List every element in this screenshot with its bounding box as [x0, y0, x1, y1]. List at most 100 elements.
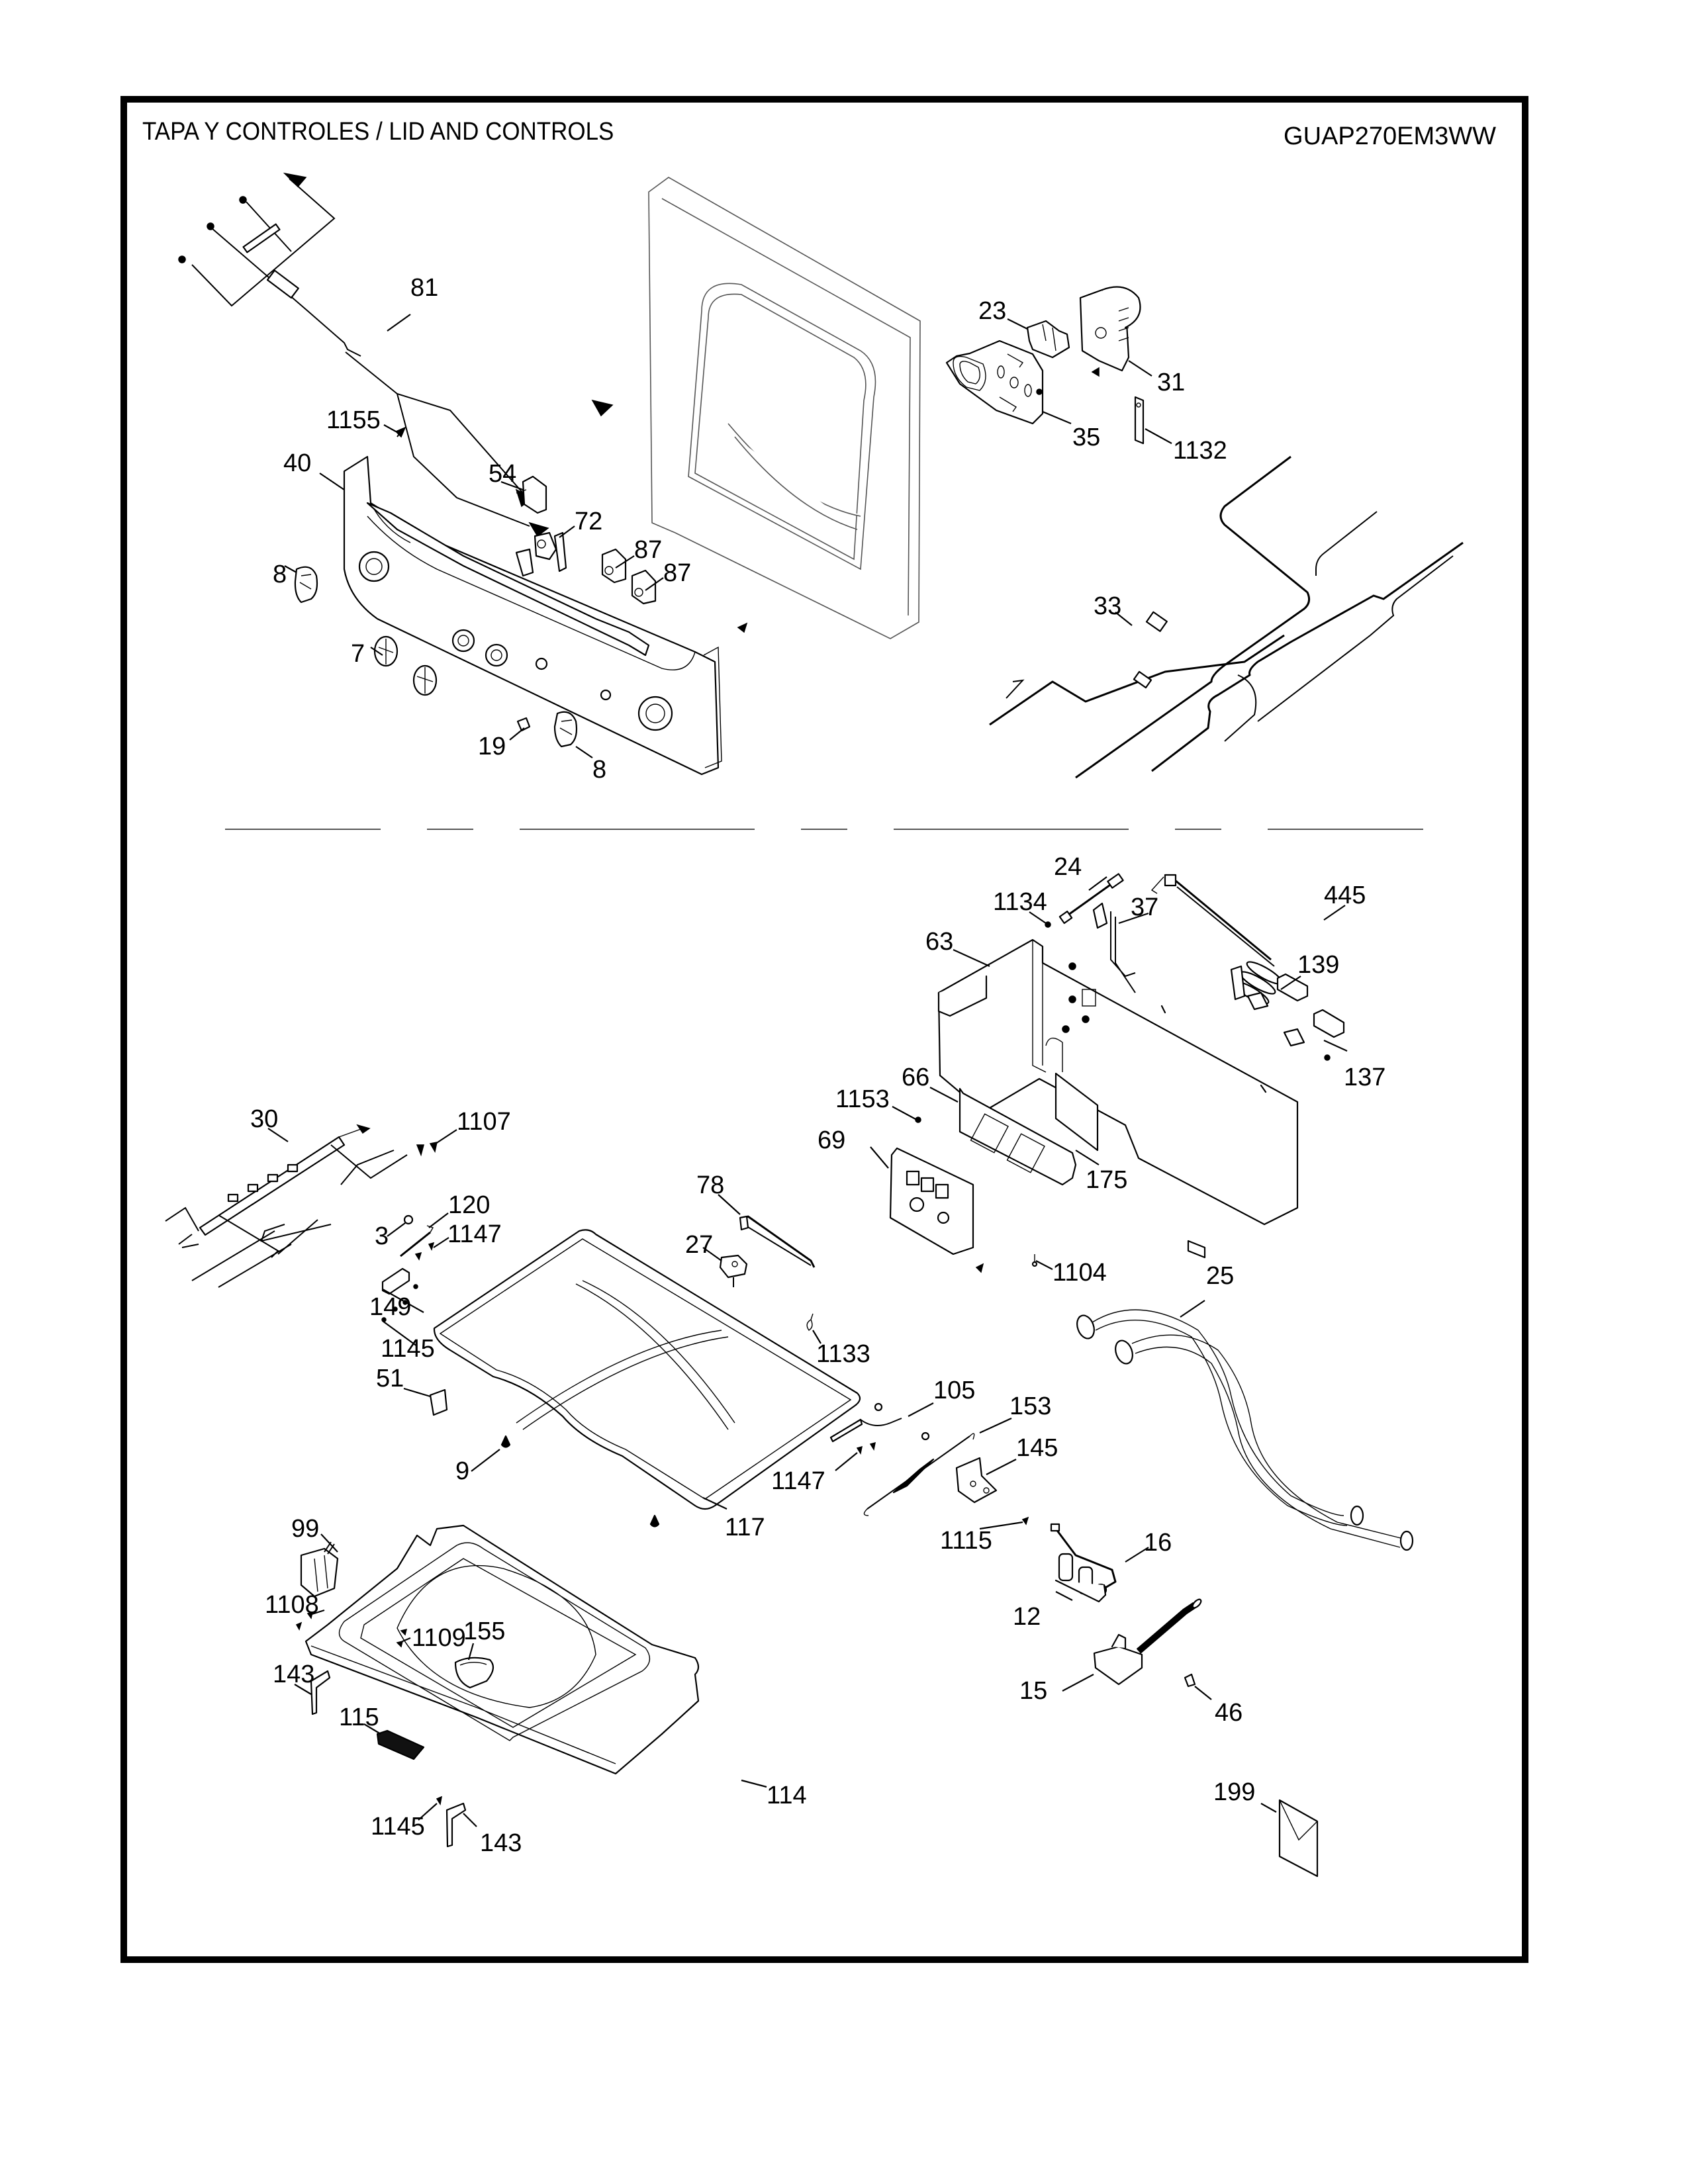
timer-bracket-35[interactable] — [945, 340, 1044, 425]
callout-1107[interactable]: 1107 — [433, 1108, 511, 1146]
callout-1109[interactable]: 1109 — [402, 1624, 466, 1652]
fill-funnel-15[interactable] — [1093, 1598, 1202, 1686]
callout-66[interactable]: 66 — [902, 1064, 959, 1103]
callout-1147b[interactable]: 1147 — [771, 1452, 858, 1495]
hinge-rod-120[interactable] — [400, 1225, 434, 1257]
callout-175[interactable]: 175 — [1075, 1150, 1127, 1194]
timer-switch-23[interactable] — [1026, 320, 1070, 359]
callout-23[interactable]: 23 — [978, 297, 1028, 330]
screw-1115[interactable] — [1021, 1516, 1029, 1525]
knob-7[interactable] — [373, 635, 399, 667]
callout-3[interactable]: 3 — [375, 1222, 406, 1250]
screw-1145-lower[interactable] — [436, 1796, 442, 1806]
callout-63[interactable]: 63 — [925, 928, 990, 968]
screw-1147-lower[interactable] — [856, 1441, 876, 1455]
strap-1132[interactable] — [1134, 396, 1145, 445]
callout-115[interactable]: 115 — [339, 1704, 381, 1735]
callout-8[interactable]: 8 — [273, 561, 297, 588]
hose-clamp-46[interactable] — [1184, 1673, 1196, 1688]
callout-117[interactable]: 117 — [702, 1497, 765, 1541]
bumper-3[interactable] — [403, 1214, 414, 1225]
callout-1153[interactable]: 1153 — [835, 1085, 917, 1120]
callout-1147[interactable]: 1147 — [433, 1220, 502, 1248]
screw-1109[interactable] — [396, 1628, 408, 1648]
light-pipe-19[interactable] — [516, 717, 531, 732]
callout-155[interactable]: 155 — [463, 1617, 505, 1661]
switch-54[interactable] — [516, 475, 547, 514]
callout-15[interactable]: 15 — [1019, 1674, 1094, 1705]
pressure-hose-78[interactable] — [739, 1215, 816, 1268]
callout-137[interactable]: 137 — [1323, 1039, 1385, 1091]
lid-switch-actuator-51[interactable] — [429, 1388, 448, 1416]
screw-1145[interactable] — [381, 1284, 418, 1322]
callout-40[interactable]: 40 — [283, 449, 345, 490]
spring-153[interactable] — [863, 1433, 975, 1516]
callout-54[interactable]: 54 — [489, 460, 524, 491]
fuse-holder-139-b[interactable] — [1283, 1009, 1345, 1061]
water-valve-12[interactable] — [1055, 1553, 1107, 1603]
bracket-143[interactable] — [310, 1670, 331, 1715]
callout-33[interactable]: 33 — [1094, 592, 1133, 626]
pressure-switch-27[interactable] — [719, 1254, 748, 1287]
switch-board-72[interactable] — [534, 531, 567, 572]
callout-25[interactable]: 25 — [1180, 1262, 1234, 1318]
board-bracket-66[interactable] — [959, 1087, 1077, 1186]
lid-lock-99[interactable] — [300, 1541, 339, 1598]
callout-199[interactable]: 199 — [1213, 1778, 1277, 1813]
control-box-63[interactable] — [937, 938, 1299, 1259]
literature-envelope-199[interactable] — [1278, 1799, 1319, 1878]
insulation-pad-175[interactable] — [1055, 1072, 1099, 1152]
callout-72[interactable]: 72 — [559, 508, 602, 538]
hinge-bracket-145[interactable] — [955, 1457, 998, 1504]
callout-1133[interactable]: 1133 — [812, 1330, 870, 1368]
callout-1145b[interactable]: 1145 — [371, 1803, 438, 1841]
callout-78[interactable]: 78 — [696, 1171, 741, 1215]
rotary-switch-87-a[interactable] — [601, 548, 627, 584]
callout-12[interactable]: 12 — [1013, 1591, 1073, 1631]
clip-1133[interactable] — [806, 1313, 814, 1331]
callout-8b[interactable]: 8 — [575, 746, 606, 784]
callout-1104[interactable]: 1104 — [1035, 1259, 1107, 1287]
callout-46[interactable]: 46 — [1194, 1686, 1243, 1727]
callout-114[interactable]: 114 — [741, 1779, 807, 1809]
knob-8-right[interactable] — [553, 711, 578, 748]
bracket-143-lower[interactable] — [445, 1802, 467, 1848]
rotary-switch-87[interactable] — [515, 548, 534, 577]
callout-99[interactable]: 99 — [291, 1515, 338, 1553]
callout-153[interactable]: 153 — [979, 1392, 1051, 1433]
callout-1115[interactable]: 1115 — [940, 1521, 1023, 1555]
knob-8-left[interactable] — [294, 566, 318, 604]
callout-37[interactable]: 37 — [1118, 893, 1158, 925]
callout-149[interactable]: 149 — [369, 1289, 424, 1321]
screw-1155[interactable] — [395, 426, 406, 438]
callout-87[interactable]: 87 — [615, 536, 662, 569]
callout-1134[interactable]: 1134 — [993, 888, 1049, 925]
knob-7-second[interactable] — [412, 664, 438, 696]
hinge-cover-115[interactable] — [376, 1729, 425, 1760]
callout-139[interactable]: 139 — [1280, 951, 1339, 990]
callout-1132[interactable]: 1132 — [1145, 428, 1227, 465]
callout-105[interactable]: 105 — [908, 1377, 975, 1417]
rotary-switch-87-b[interactable] — [631, 569, 657, 605]
power-cord-445[interactable] — [1150, 874, 1284, 1007]
fill-hoses-25[interactable] — [1074, 1309, 1414, 1551]
callout-143b[interactable]: 143 — [463, 1813, 522, 1857]
callout-120[interactable]: 120 — [428, 1191, 490, 1228]
callout-16[interactable]: 16 — [1125, 1529, 1172, 1563]
screw-1147[interactable] — [414, 1242, 435, 1261]
wire-jumper-37[interactable] — [1092, 902, 1136, 993]
control-panel-40[interactable] — [343, 455, 722, 776]
callout-445[interactable]: 445 — [1323, 882, 1366, 921]
lid-117[interactable] — [433, 1229, 861, 1510]
callout-7[interactable]: 7 — [351, 640, 383, 668]
callout-143[interactable]: 143 — [273, 1661, 314, 1695]
screw-1104[interactable] — [1031, 1254, 1038, 1267]
dispenser-cup-155[interactable] — [454, 1657, 494, 1689]
bumper-foot-9[interactable] — [500, 1435, 511, 1448]
wire-harness-33[interactable] — [989, 455, 1464, 779]
sensor-harness-24[interactable] — [1058, 873, 1124, 925]
control-board-69[interactable] — [889, 1147, 984, 1273]
callout-35[interactable]: 35 — [1042, 410, 1100, 451]
callout-81[interactable]: 81 — [387, 274, 438, 332]
callout-31[interactable]: 31 — [1128, 360, 1185, 396]
